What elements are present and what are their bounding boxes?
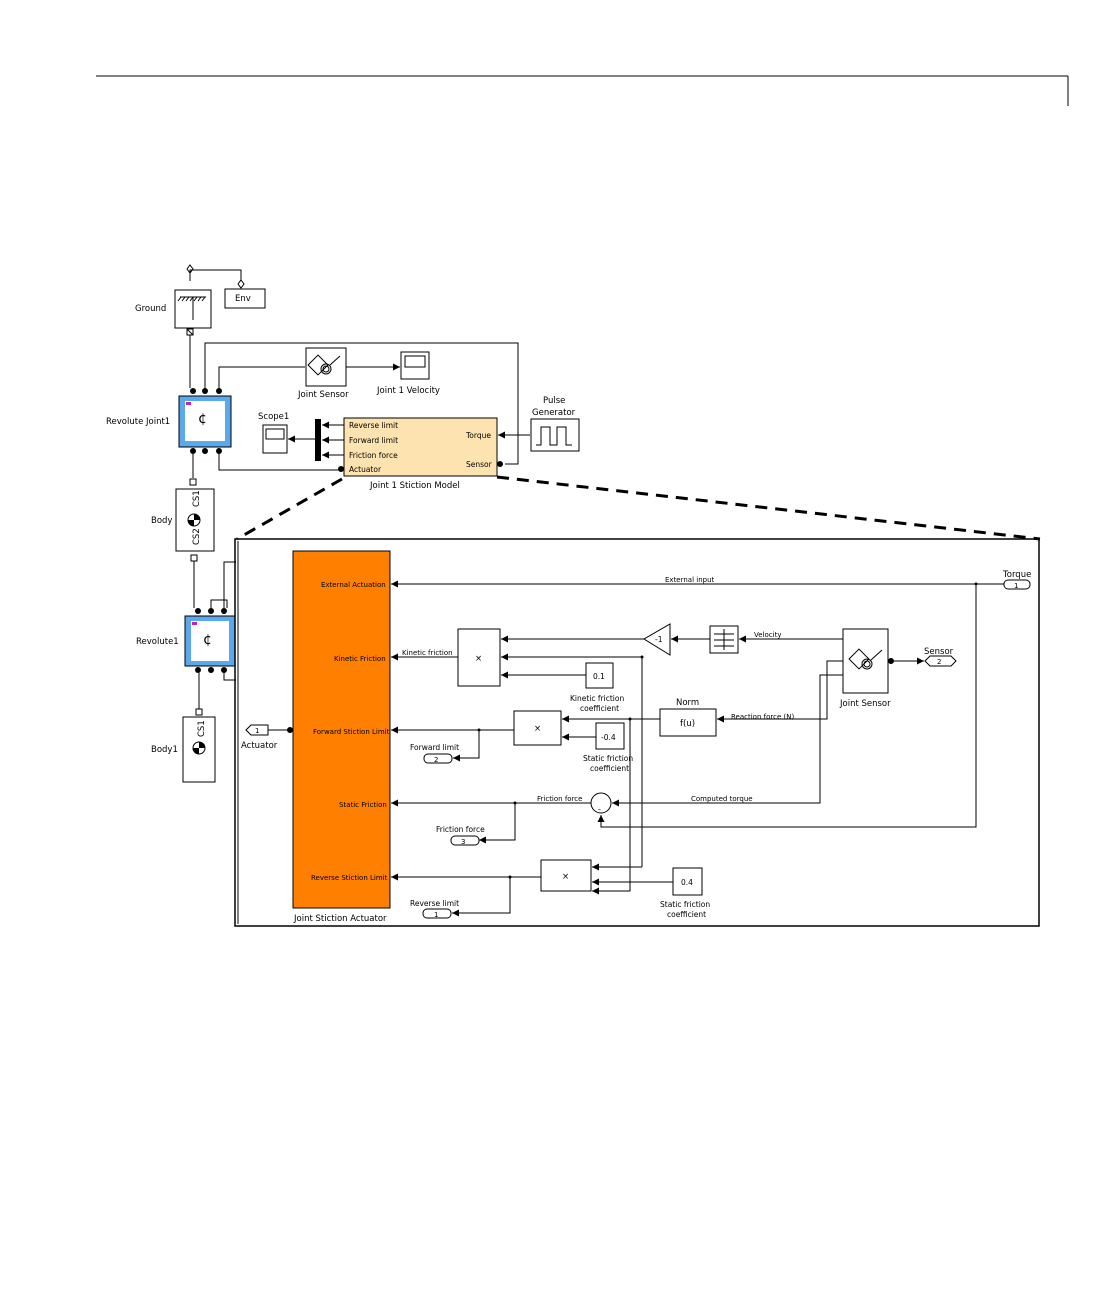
svg-text:-: - [598,805,601,814]
velocity-label: Velocity [754,631,781,639]
pulse-label-2: Generator [532,408,576,418]
inport-actuator[interactable] [245,724,293,736]
stiction-port-friction: Friction force [349,451,398,460]
external-input-label: External input [665,576,715,584]
friction-force-signal: Friction force [537,795,582,803]
joint-stiction-actuator-block[interactable] [292,550,391,909]
kinetic-const-value: 0.1 [593,672,605,681]
demux-block[interactable] [709,625,739,654]
joint-sensor-block-top[interactable] [305,347,347,387]
outport-sensor[interactable] [924,655,957,667]
static-pos-const-block[interactable] [672,867,703,896]
body-block[interactable] [175,488,215,562]
static-neg-const-block[interactable] [595,722,625,750]
revolute1-label: Revolute1 [136,637,179,647]
joint-sensor-block-sub[interactable] [842,628,894,694]
kinetic-const-label1: Kinetic friction [570,694,624,703]
forward-limit-num: 2 [434,756,438,764]
outport-forward-limit[interactable] [423,753,453,764]
stiction-port-torque: Torque [465,431,491,440]
act-port-reverse: Reverse Stiction Limit [311,874,388,882]
gain-value: -1 [655,635,663,644]
static-pos-const-value: 0.4 [681,878,693,887]
reaction-force-label: Reaction force (N) [731,713,794,721]
act-port-external: External Actuation [321,581,386,589]
env-label: Env [235,294,251,304]
norm-fcn-block[interactable] [659,708,717,737]
kinetic-const-block[interactable] [585,662,614,689]
env-block[interactable] [224,279,266,309]
norm-label: Norm [676,698,699,708]
scope1-block[interactable] [262,424,288,454]
stiction-port-forward: Forward limit [349,436,398,445]
pulse-label-1: Pulse [543,396,565,406]
stiction-model-block[interactable] [338,417,503,477]
torque-label: Torque [1002,570,1031,580]
pulse-generator-block[interactable] [530,418,580,452]
static-pos-label1: Static friction [660,900,710,909]
torque-num: 1 [1014,582,1018,590]
kinetic-product-symbol: × [475,654,482,664]
zoom-line-left [236,477,343,541]
svg-text:¢: ¢ [203,632,212,648]
static-neg-label1: Static friction [583,754,633,763]
sum-block[interactable]: - [590,792,612,814]
forward-product-block[interactable] [513,710,562,746]
reverse-product-symbol: × [562,872,569,882]
kinetic-friction-signal: Kinetic friction [402,649,453,657]
joint-sensor-label-top: Joint Sensor [297,390,349,400]
joint1-velocity-label: Joint 1 Velocity [376,386,440,396]
reverse-limit-num: 1 [434,911,438,919]
stiction-port-actuator: Actuator [349,465,382,474]
svg-text:¢: ¢ [198,411,207,427]
inport-actuator-num: 1 [255,727,259,735]
joint1-velocity-scope[interactable] [400,351,430,380]
sensor-label: Sensor [924,647,954,657]
scope1-label: Scope1 [258,412,289,422]
body-cs1: CS1 [192,490,202,507]
kinetic-product-block[interactable] [457,628,501,687]
friction-force-out-label: Friction force [436,825,485,834]
fcn-text: f(u) [680,719,695,729]
inport-actuator-label: Actuator [241,741,278,751]
stiction-port-sensor: Sensor [466,460,493,469]
stiction-model-label: Joint 1 Stiction Model [369,481,460,491]
static-pos-label2: coefficient [667,910,706,919]
outport-reverse-limit[interactable] [422,908,452,919]
actuator-block-label: Joint Stiction Actuator [293,914,387,924]
mux-bar [315,419,321,461]
friction-force-num: 3 [461,838,465,846]
body1-label: Body1 [151,745,178,755]
ground-label: Ground [135,304,166,314]
gain-block[interactable] [643,623,671,656]
zoom-line-right [496,475,1041,541]
body1-block[interactable] [182,708,216,783]
reverse-product-block[interactable] [540,859,592,892]
joint-sensor-label-sub: Joint Sensor [839,699,891,709]
static-neg-const-value: -0.4 [601,733,616,742]
ground-block[interactable] [174,264,212,336]
body-cs2: CS2 [192,528,202,545]
act-port-forward: Forward Stiction Limit [313,728,390,736]
body1-cs1: CS1 [197,720,207,737]
revolute-joint1-label: Revolute Joint1 [106,417,170,427]
forward-product-symbol: × [534,724,541,734]
reverse-limit-label: Reverse limit [410,899,459,908]
static-neg-label2: coefficient [590,764,629,773]
kinetic-const-label2: coefficient [580,704,619,713]
act-port-static: Static Friction [339,801,387,809]
act-port-kinetic: Kinetic Friction [334,655,386,663]
revolute-joint1-block[interactable]: ¢ [178,388,232,454]
outport-friction-force[interactable] [450,835,480,846]
computed-torque-label: Computed torque [691,795,753,803]
subsystem-frame [234,538,1040,927]
revolute1-block[interactable]: ¢ [184,608,236,673]
body-label: Body [151,516,172,526]
stiction-port-reverse: Reverse limit [349,421,398,430]
sensor-num: 2 [937,658,941,666]
forward-limit-label: Forward limit [410,743,459,752]
